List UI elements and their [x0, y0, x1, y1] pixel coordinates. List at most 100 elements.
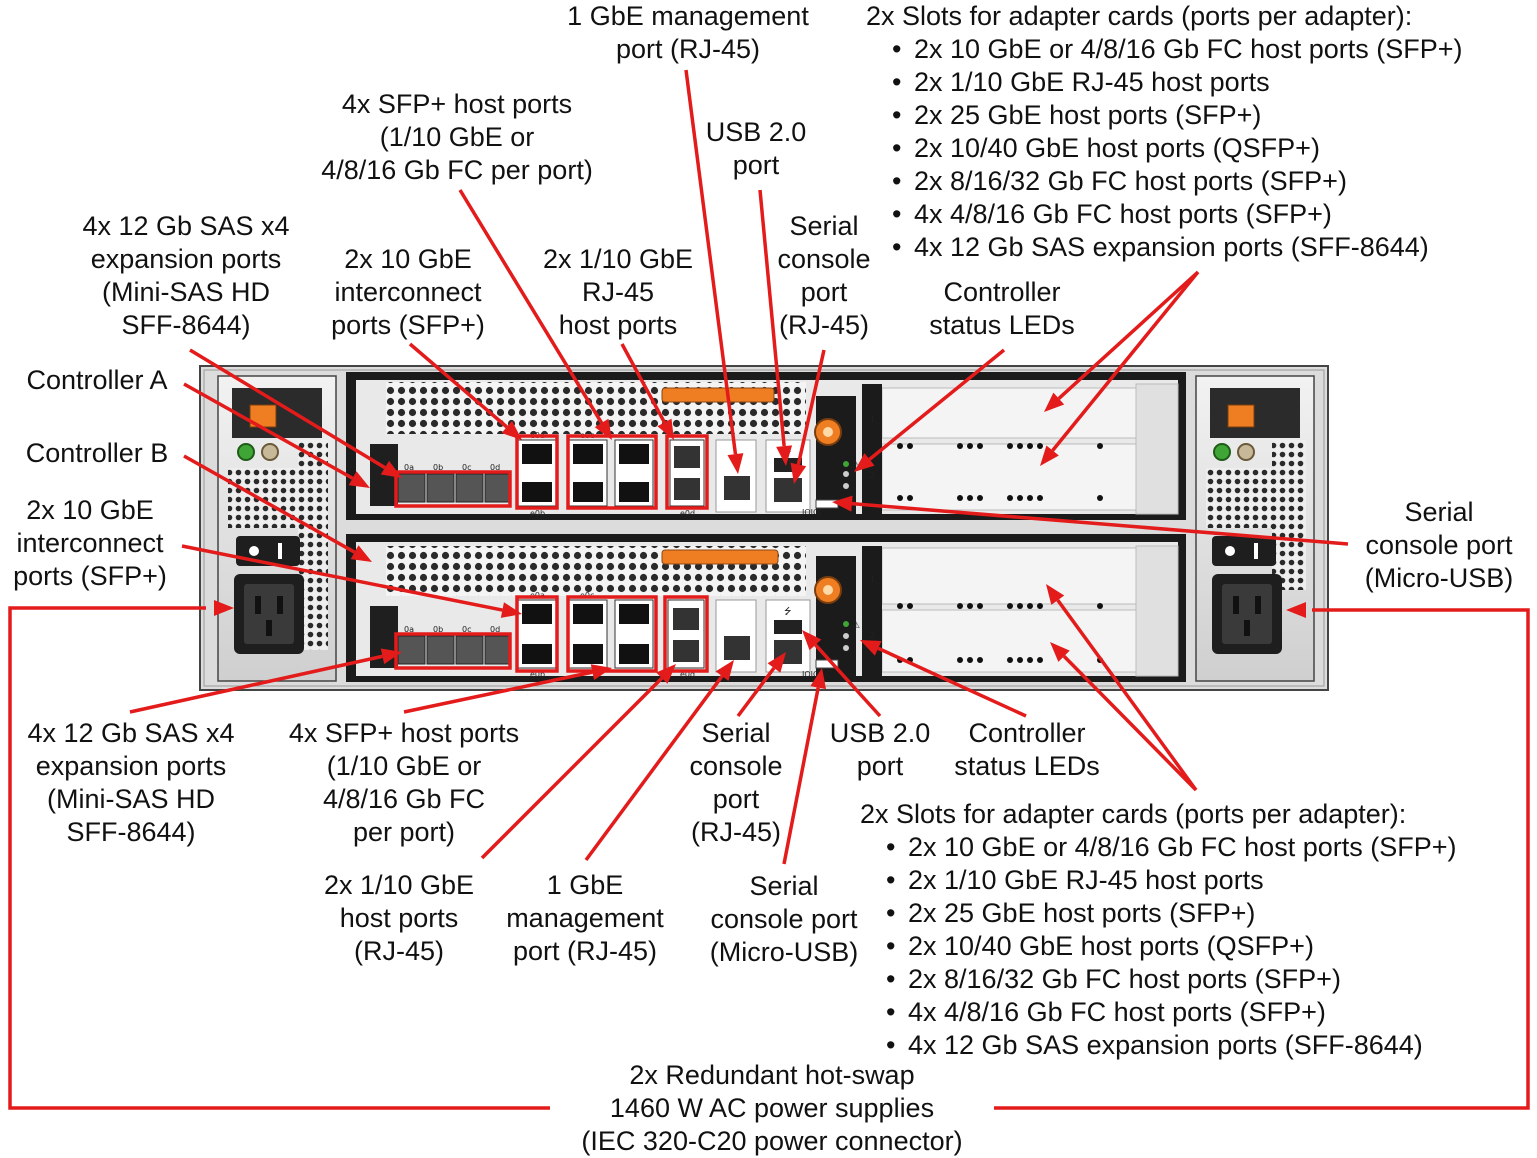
arrow-slots-top-2: [1051, 270, 1200, 452]
arrow-serial-top-head: [790, 462, 807, 484]
arrow-interconnect-left: [181, 544, 503, 612]
arrow-micro-usb-right: [851, 501, 1349, 546]
slot-number-2-b: 2: [870, 631, 875, 640]
list-item: 2x 8/16/32 Gb FC host ports (SFP+): [880, 963, 1457, 996]
console-glyph-a: IOIOI: [802, 508, 822, 517]
arrow-led-bottom: [877, 646, 1027, 718]
controller-b: [346, 534, 1186, 682]
box-sfp-b-2: [566, 595, 658, 673]
list-item: 2x 10 GbE or 4/8/16 Gb FC host ports (SF…: [886, 33, 1463, 66]
arrow-slots-bottom-1-head: [1046, 584, 1065, 605]
list-item: 2x 10/40 GbE host ports (QSFP+): [886, 132, 1463, 165]
callout-arrowheads: [214, 392, 1306, 690]
list-item: 2x 10/40 GbE host ports (QSFP+): [880, 930, 1457, 963]
usb-glyph-b: ⭍: [784, 606, 792, 617]
arrow-micro-usb-right-head: [832, 495, 853, 512]
sas-ports-a: [397, 473, 511, 503]
arrow-mgmt-bottom: [584, 675, 724, 862]
arrow-power-left-head: [214, 600, 234, 616]
arrow-usb-top-head: [776, 445, 793, 466]
box-sfp-b-1: [515, 595, 559, 673]
arrow-mgmt-bottom-head: [715, 660, 734, 681]
arrow-sfp-bottom-head: [590, 664, 612, 680]
led-warning-glyph-a: ⚠: [852, 461, 860, 471]
sas-label-0d-a: 0d: [490, 463, 500, 472]
arrow-usb-top: [758, 189, 786, 447]
arrow-serial-bottom: [736, 666, 776, 718]
arrow-sas-top: [189, 348, 386, 470]
slot-number-1-a: 1: [870, 415, 875, 424]
sas-label-0a-a: 0a: [404, 463, 414, 472]
arrow-led-top-head: [854, 453, 875, 472]
arrow-sas-top-head: [380, 460, 402, 478]
arrow-slots-bottom-2: [1062, 655, 1198, 792]
arrow-controller-b-head: [350, 545, 372, 562]
arrow-sfp-top-head: [594, 418, 612, 440]
sas-label-0b-b: 0b: [433, 625, 443, 634]
power-supply-right: [1195, 375, 1315, 682]
box-sas-b: [394, 632, 512, 670]
port-name-e0b-a: e0b: [530, 509, 545, 518]
list-item: 2x 25 GbE host ports (SFP+): [886, 99, 1463, 132]
list-item: 2x 1/10 GbE RJ-45 host ports: [886, 66, 1463, 99]
box-sfp-a-2: [566, 434, 658, 510]
adapter-slot-2-a: [881, 443, 1137, 511]
arrow-rj45-top: [620, 343, 667, 424]
arrow-slots-top-2-head: [1040, 445, 1059, 466]
arrow-controller-a-head: [348, 471, 370, 488]
sas-ports-b: [397, 635, 511, 665]
list-item: 4x 12 Gb SAS expansion ports (SFF-8644): [880, 1029, 1457, 1062]
rj45-host-ports-b: [667, 599, 705, 669]
arrow-serial-bottom-head: [767, 652, 786, 673]
arrow-usb-bottom: [814, 643, 882, 718]
arrow-slots-bottom-1: [1056, 599, 1198, 792]
arrow-interconnect-top-head: [501, 420, 522, 440]
box-sfp-a-1: [515, 434, 559, 510]
port-name-e0b-b: e0b: [530, 670, 545, 679]
sas-label-0c-a: 0c: [462, 463, 472, 472]
arrow-controller-b: [183, 454, 356, 554]
box-rj45-a: [665, 434, 709, 510]
arrow-usb-bottom-head: [802, 630, 822, 651]
arrow-interconnect-left-head: [500, 602, 522, 618]
arrow-controller-a: [183, 382, 354, 480]
arrow-interconnect-top: [408, 342, 508, 429]
arrow-power-left: [8, 606, 550, 1110]
list-item: 2x 10 GbE or 4/8/16 Gb FC host ports (SF…: [880, 831, 1457, 864]
list-slots-bottom: 2x Slots for adapter cards (ports per ad…: [860, 798, 1457, 1062]
sfp-ports-b: [517, 599, 654, 669]
arrow-micro-usb-bottom: [782, 687, 820, 865]
rj45-host-ports-a: [669, 439, 705, 507]
arrow-rj45-bottom-head: [656, 664, 676, 684]
arrow-serial-top: [796, 349, 826, 465]
arrow-power-right: [994, 608, 1530, 1110]
arrow-mgmt-top: [684, 69, 738, 455]
arrow-led-bottom-head: [860, 640, 882, 656]
arrow-sfp-bottom: [403, 670, 593, 714]
sas-label-0d-b: 0d: [490, 625, 500, 634]
led-warning-glyph-b: ⚠: [852, 621, 860, 631]
port-name-e0d-a: e0d: [680, 509, 695, 518]
list-item: 4x 4/8/16 Gb FC host ports (SFP+): [886, 198, 1463, 231]
list-item: 2x 25 GbE host ports (SFP+): [880, 897, 1457, 930]
sas-label-0b-a: 0b: [433, 463, 443, 472]
port-name-e0d-b: e0d: [680, 670, 695, 679]
console-glyph-b: IOIOI: [802, 670, 822, 679]
arrow-sas-bottom: [129, 654, 383, 714]
label-controller-b: Controller B: [25, 438, 169, 468]
arrow-rj45-top-head: [657, 418, 674, 440]
label-controller-a: Controller A: [26, 365, 168, 395]
